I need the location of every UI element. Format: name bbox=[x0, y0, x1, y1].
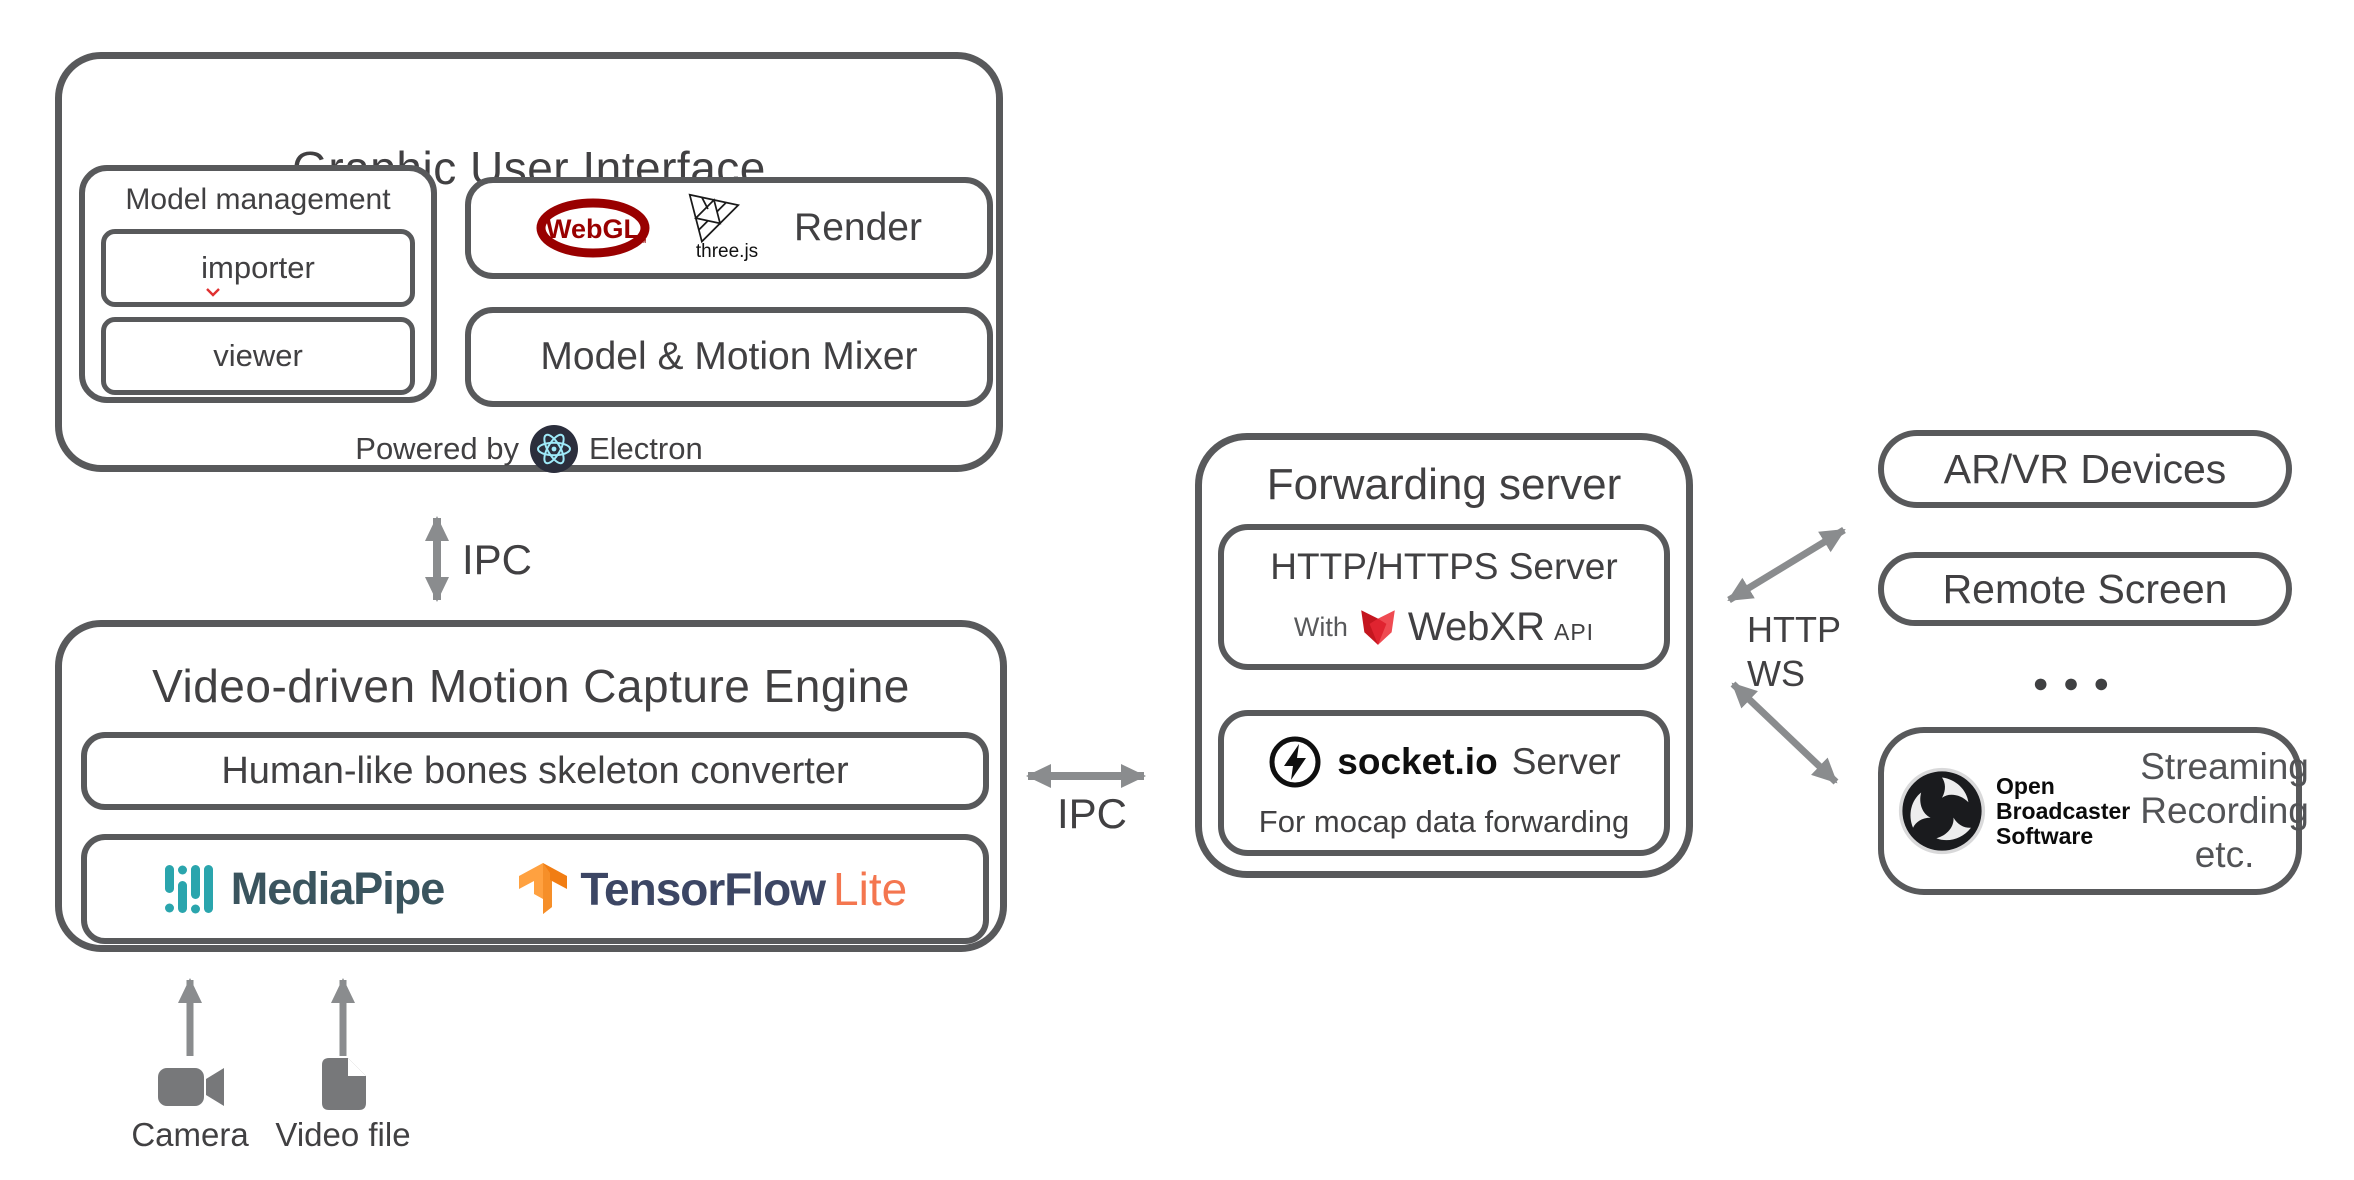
importer-box: importer bbox=[101, 229, 415, 307]
ellipsis: ●●● bbox=[2032, 668, 2124, 698]
engine-title: Video-driven Motion Capture Engine bbox=[152, 660, 910, 712]
webxr-api-label: API bbox=[1554, 618, 1595, 645]
powered-by-label: Powered by bbox=[355, 431, 519, 466]
socketio-brand: socket.io bbox=[1337, 741, 1498, 782]
http-ws-arrow-top bbox=[1727, 527, 1846, 603]
tensorflow-icon bbox=[519, 863, 568, 914]
with-label: With bbox=[1293, 611, 1348, 642]
obs-wordmark-line: Open bbox=[1996, 772, 2055, 799]
obs-desc-line: Recording bbox=[2140, 790, 2309, 831]
threejs-caption: three.js bbox=[695, 241, 759, 262]
arvr-devices-label: AR/VR Devices bbox=[1943, 445, 2227, 492]
model-management-title: Model management bbox=[125, 183, 391, 216]
render-label: Render bbox=[794, 206, 922, 249]
webxr-icon bbox=[1361, 610, 1395, 645]
mixer-label: Model & Motion Mixer bbox=[540, 335, 918, 378]
forwarding-server-title: Forwarding server bbox=[1266, 460, 1622, 509]
tensorflow-lite-label: Lite bbox=[833, 863, 908, 915]
obs-wordmark: Open Broadcaster Software bbox=[1996, 772, 2131, 849]
viewer-label: viewer bbox=[213, 338, 303, 373]
socketio-server-label: Server bbox=[1511, 741, 1621, 782]
socketio-row: socket.io Server bbox=[1224, 730, 1664, 794]
http-ws-arrow-bottom bbox=[1730, 681, 1839, 785]
video-file-icon bbox=[322, 1058, 366, 1110]
ws-label: WS bbox=[1747, 653, 1805, 694]
gui-panel: Graphic User Interface Model management … bbox=[55, 52, 1003, 475]
webgl-logo: WebGL ™ bbox=[536, 198, 650, 258]
http-server-box: HTTP/HTTPS Server With WebXR API bbox=[1218, 524, 1670, 670]
electron-icon bbox=[529, 425, 578, 473]
obs-desc-line: Streaming bbox=[2140, 746, 2309, 787]
obs-desc: Streaming Recording etc. bbox=[2140, 745, 2309, 877]
obs-wordmark-line: Broadcaster bbox=[1996, 797, 2131, 824]
ipc-server-label: IPC bbox=[1056, 790, 1127, 837]
video-file-label: Video file bbox=[275, 1116, 411, 1153]
obs-wordmark-line: Software bbox=[1996, 822, 2094, 849]
camera-icon bbox=[158, 1068, 224, 1106]
obs-box: Open Broadcaster Software Streaming Reco… bbox=[1878, 727, 2309, 895]
skeleton-converter-box: Human-like bones skeleton converter bbox=[81, 732, 989, 810]
obs-desc-line: etc. bbox=[2194, 834, 2255, 875]
forwarding-server-panel: Forwarding server HTTP/HTTPS Server With… bbox=[1195, 433, 1693, 878]
remote-screen-box: Remote Screen bbox=[1878, 552, 2292, 626]
http-label: HTTP bbox=[1747, 609, 1841, 650]
arvr-devices-box: AR/VR Devices bbox=[1878, 430, 2292, 508]
camera-label: Camera bbox=[131, 1116, 249, 1153]
obs-icon bbox=[1898, 767, 1986, 855]
mediapipe-logo: MediaPipe bbox=[163, 861, 445, 917]
importer-label: importer bbox=[201, 250, 315, 285]
render-box: WebGL ™ three.js Render bbox=[465, 177, 993, 279]
electron-label: Electron bbox=[588, 431, 703, 466]
socketio-server-box: socket.io Server For mocap data forwardi… bbox=[1218, 710, 1670, 856]
spellcheck-mark bbox=[206, 288, 220, 297]
ml-frameworks-box: MediaPipe TensorFlow Lite bbox=[81, 834, 989, 944]
mediapipe-label: MediaPipe bbox=[230, 863, 446, 914]
socketio-desc: For mocap data forwarding bbox=[1258, 804, 1630, 839]
viewer-box: viewer bbox=[101, 317, 415, 395]
svg-text:™: ™ bbox=[637, 238, 647, 249]
webxr-label: WebXR bbox=[1407, 604, 1545, 649]
ipc-gui-label: IPC bbox=[462, 536, 533, 583]
powered-by-row: Powered by Electron bbox=[62, 423, 996, 475]
remote-screen-label: Remote Screen bbox=[1942, 565, 2228, 612]
svg-text:WebGL: WebGL bbox=[546, 214, 640, 244]
http-server-title: HTTP/HTTPS Server bbox=[1270, 546, 1618, 587]
socketio-icon bbox=[1269, 736, 1321, 788]
webxr-row: With WebXR API bbox=[1224, 598, 1664, 656]
skeleton-converter-label: Human-like bones skeleton converter bbox=[221, 749, 849, 792]
threejs-logo: three.js bbox=[666, 193, 762, 263]
tensorflow-lite-logo: TensorFlow Lite bbox=[516, 861, 907, 917]
mediapipe-icon bbox=[164, 865, 213, 914]
mixer-box: Model & Motion Mixer bbox=[465, 307, 993, 407]
engine-panel: Video-driven Motion Capture Engine Human… bbox=[55, 620, 1007, 952]
model-management-box: Model management importer viewer bbox=[79, 165, 437, 403]
tensorflow-label: TensorFlow bbox=[580, 863, 826, 915]
